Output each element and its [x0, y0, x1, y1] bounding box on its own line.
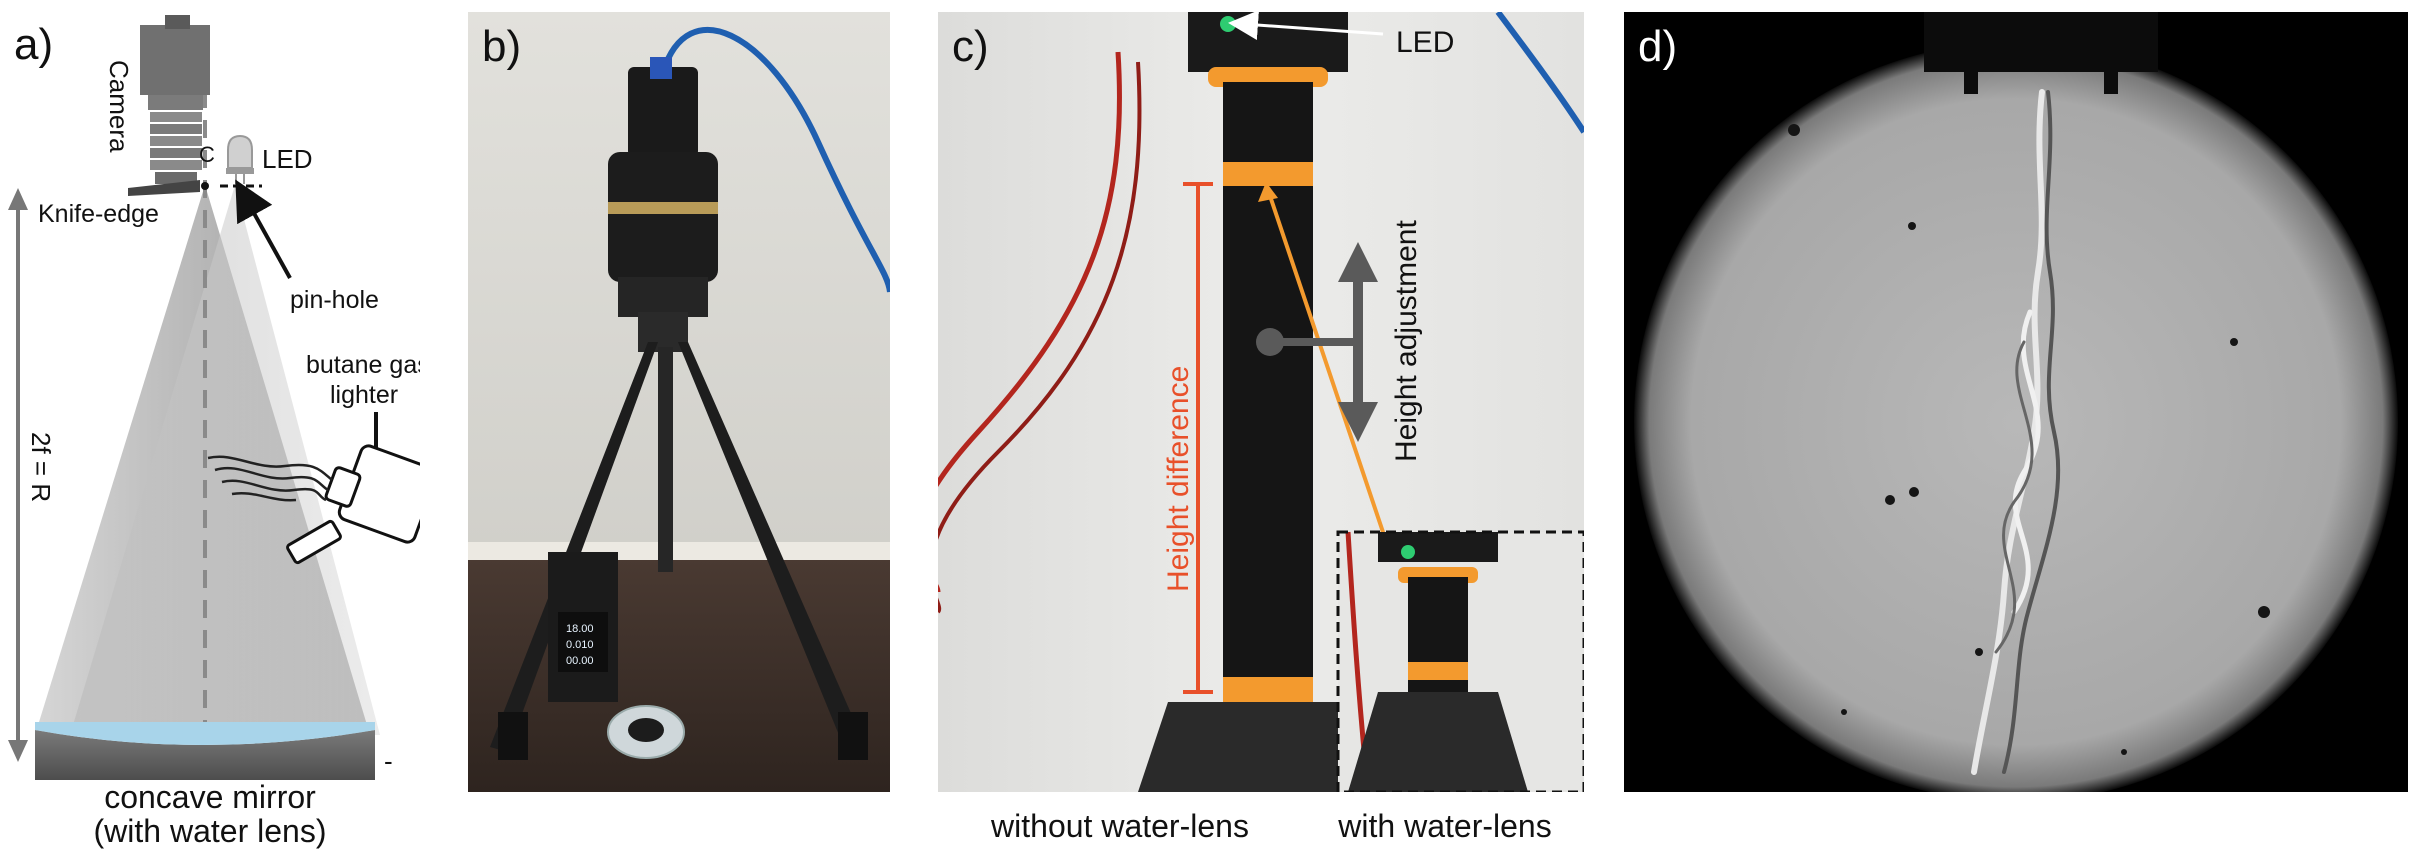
lighter-label-1: butane gas-	[306, 351, 420, 379]
knife-edge	[128, 180, 200, 196]
c-mark: C	[199, 142, 215, 167]
led-icon	[226, 134, 254, 184]
camera-label: Camera	[104, 60, 134, 153]
inset-photo	[1336, 530, 1584, 792]
incident-cone	[70, 185, 380, 735]
panel-a: a)	[0, 0, 420, 848]
panel-c-label: c)	[952, 22, 989, 71]
gas-plume	[1971, 89, 2061, 775]
led-callout-label: LED	[1396, 26, 1454, 59]
distance-label: 2f = R	[26, 432, 56, 502]
concave-mirror	[35, 730, 375, 780]
panel-c: Height difference Height adjustment LED …	[938, 12, 1584, 792]
mirror-minus: -	[384, 746, 393, 776]
gas-wisps	[207, 455, 333, 502]
panel-b-label: b)	[482, 22, 522, 71]
lighter-label-2: lighter	[330, 381, 398, 409]
tripod-photo: 18.00 0.010 00.00	[468, 12, 890, 792]
panel-a-label: a)	[14, 20, 54, 69]
psu-line-1: 18.00	[566, 623, 594, 635]
camera-icon	[140, 15, 210, 184]
lighter-icon	[286, 444, 420, 565]
caption-without-lens: without water-lens	[991, 808, 1249, 844]
psu-line-3: 00.00	[566, 655, 594, 667]
height-photo: Height difference Height adjustment LED	[938, 12, 1584, 792]
knife-edge-label: Knife-edge	[38, 200, 159, 228]
pin-hole-label: pin-hole	[290, 286, 379, 314]
water-lens	[35, 722, 375, 745]
panel-d-label: d)	[1638, 22, 1678, 71]
mirror-caption: concave mirror (with water lens)	[93, 779, 327, 849]
schlieren-image	[1624, 12, 2408, 792]
panel-b: 18.00 0.010 00.00 b)	[468, 12, 890, 792]
panel-d: d)	[1624, 12, 2408, 792]
led-label: LED	[262, 144, 313, 174]
caption-with-lens: with water-lens	[1338, 808, 1552, 844]
height-adjustment-label: Height adjustment	[1390, 220, 1423, 462]
psu-line-2: 0.010	[566, 639, 594, 651]
schlieren-schematic: Camera Knife-edge C LED pin-hole 2f = R …	[8, 15, 420, 780]
height-difference-label: Height difference	[1162, 366, 1195, 592]
